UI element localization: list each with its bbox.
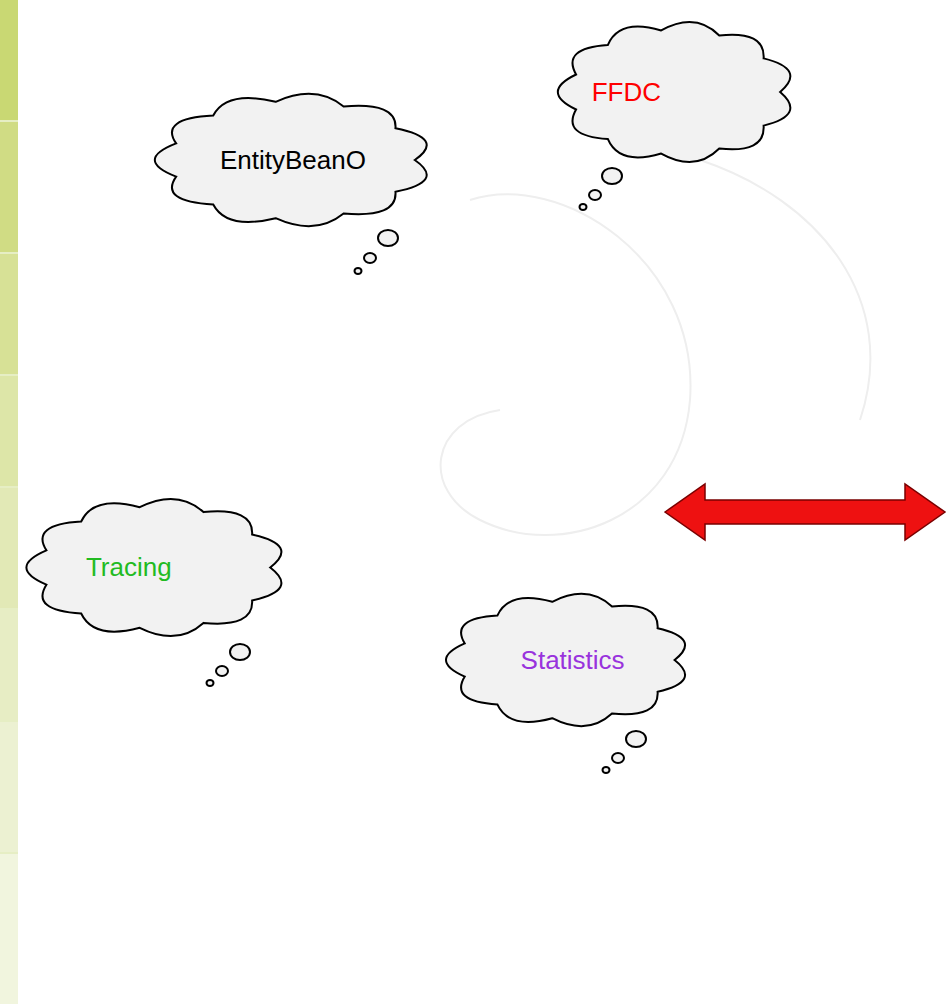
cloud-outline <box>552 18 800 166</box>
double-arrow <box>665 484 945 540</box>
thought-cloud: Tracing <box>20 495 292 640</box>
cloud-label: FFDC <box>592 78 661 107</box>
thought-cloud: EntityBeanO <box>148 90 438 230</box>
watermark-swirl <box>441 160 871 535</box>
cloud-label: Tracing <box>86 553 172 582</box>
cloud-label: Statistics <box>521 646 625 675</box>
thought-cloud: Statistics <box>440 590 695 730</box>
thought-cloud: FFDC <box>552 18 800 166</box>
side-bar <box>0 0 18 1004</box>
cloud-label: EntityBeanO <box>220 146 366 175</box>
